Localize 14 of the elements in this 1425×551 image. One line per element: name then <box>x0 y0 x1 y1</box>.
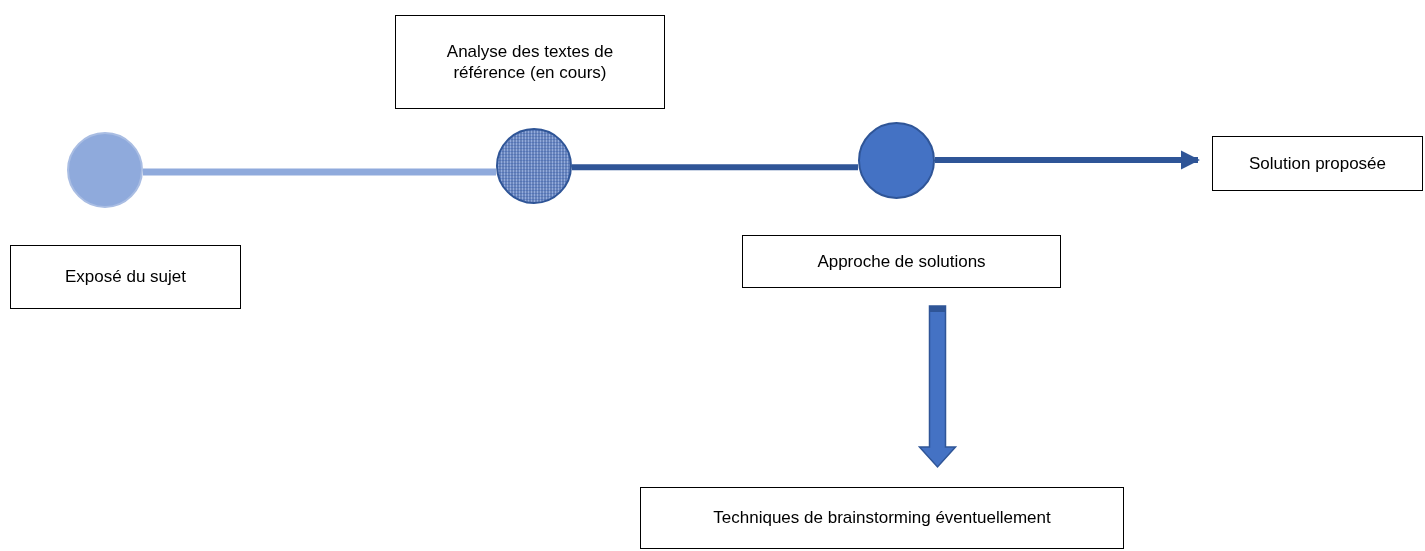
box-label: Techniques de brainstorming éventuellement <box>713 507 1051 529</box>
text-box <box>395 15 665 109</box>
text-box <box>1212 136 1423 191</box>
box-label: Solution proposée <box>1248 152 1386 175</box>
text-box <box>10 245 241 309</box>
box-label: Analyse des textes de référence (en cours) <box>445 40 615 84</box>
box-label: Approche de solutions <box>817 250 986 273</box>
text-box <box>640 487 1124 549</box>
text-box <box>742 235 1061 288</box>
arrow <box>935 150 1200 170</box>
connector-line <box>572 164 858 171</box>
box-label: Exposé du sujet <box>65 266 186 288</box>
connector-line <box>143 168 496 176</box>
block-arrow <box>917 305 958 469</box>
